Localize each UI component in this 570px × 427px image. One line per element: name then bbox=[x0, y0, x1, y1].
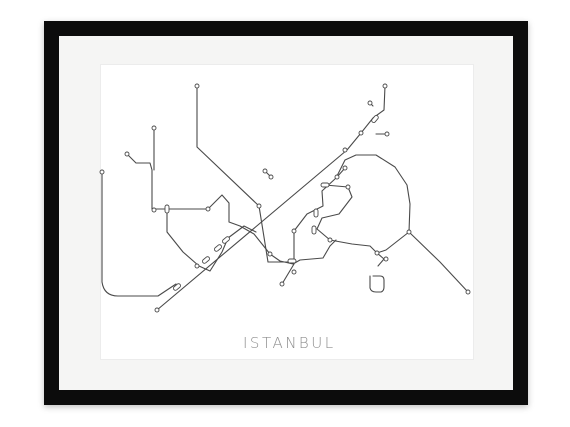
station bbox=[327, 237, 333, 243]
interchange-station bbox=[311, 225, 317, 235]
interchange-station bbox=[313, 208, 319, 218]
metro-line-south-loop bbox=[369, 275, 385, 293]
station bbox=[358, 130, 364, 136]
picture-frame bbox=[44, 21, 528, 405]
metro-line-southeast bbox=[316, 184, 385, 267]
interchange-station bbox=[222, 236, 230, 244]
station bbox=[342, 165, 348, 171]
poster-title: ISTANBUL bbox=[243, 334, 336, 352]
metro-line-west bbox=[101, 171, 177, 297]
station bbox=[151, 125, 157, 131]
station bbox=[194, 263, 200, 269]
station bbox=[384, 131, 390, 137]
station bbox=[267, 251, 273, 257]
metro-line-connector bbox=[376, 231, 410, 254]
station bbox=[151, 207, 157, 213]
station bbox=[342, 147, 348, 153]
metro-line-east-arc bbox=[281, 154, 469, 293]
interchange-station bbox=[173, 283, 181, 291]
station bbox=[382, 83, 388, 89]
station bbox=[406, 229, 412, 235]
station bbox=[262, 168, 268, 174]
station bbox=[367, 100, 373, 106]
interchange-station bbox=[371, 115, 379, 123]
frame-mat bbox=[59, 36, 513, 390]
interchange-station bbox=[320, 182, 330, 188]
station bbox=[383, 256, 389, 262]
poster-print bbox=[100, 64, 474, 360]
interchange-station bbox=[287, 258, 297, 264]
interchange-station bbox=[202, 256, 210, 264]
station bbox=[279, 281, 285, 287]
interchange-station bbox=[214, 244, 222, 252]
station bbox=[99, 169, 105, 175]
station bbox=[291, 228, 297, 234]
station bbox=[194, 83, 200, 89]
station bbox=[154, 307, 160, 313]
station bbox=[256, 203, 262, 209]
station bbox=[465, 289, 471, 295]
station bbox=[374, 250, 380, 256]
metro-line-loop bbox=[166, 207, 257, 272]
station bbox=[268, 174, 274, 180]
metro-line-diagonal bbox=[156, 85, 386, 311]
station bbox=[205, 206, 211, 212]
station bbox=[334, 174, 340, 180]
station bbox=[291, 269, 297, 275]
interchange-station bbox=[164, 204, 170, 214]
metro-line-northwest bbox=[126, 153, 337, 265]
station bbox=[345, 184, 351, 190]
station bbox=[124, 151, 130, 157]
